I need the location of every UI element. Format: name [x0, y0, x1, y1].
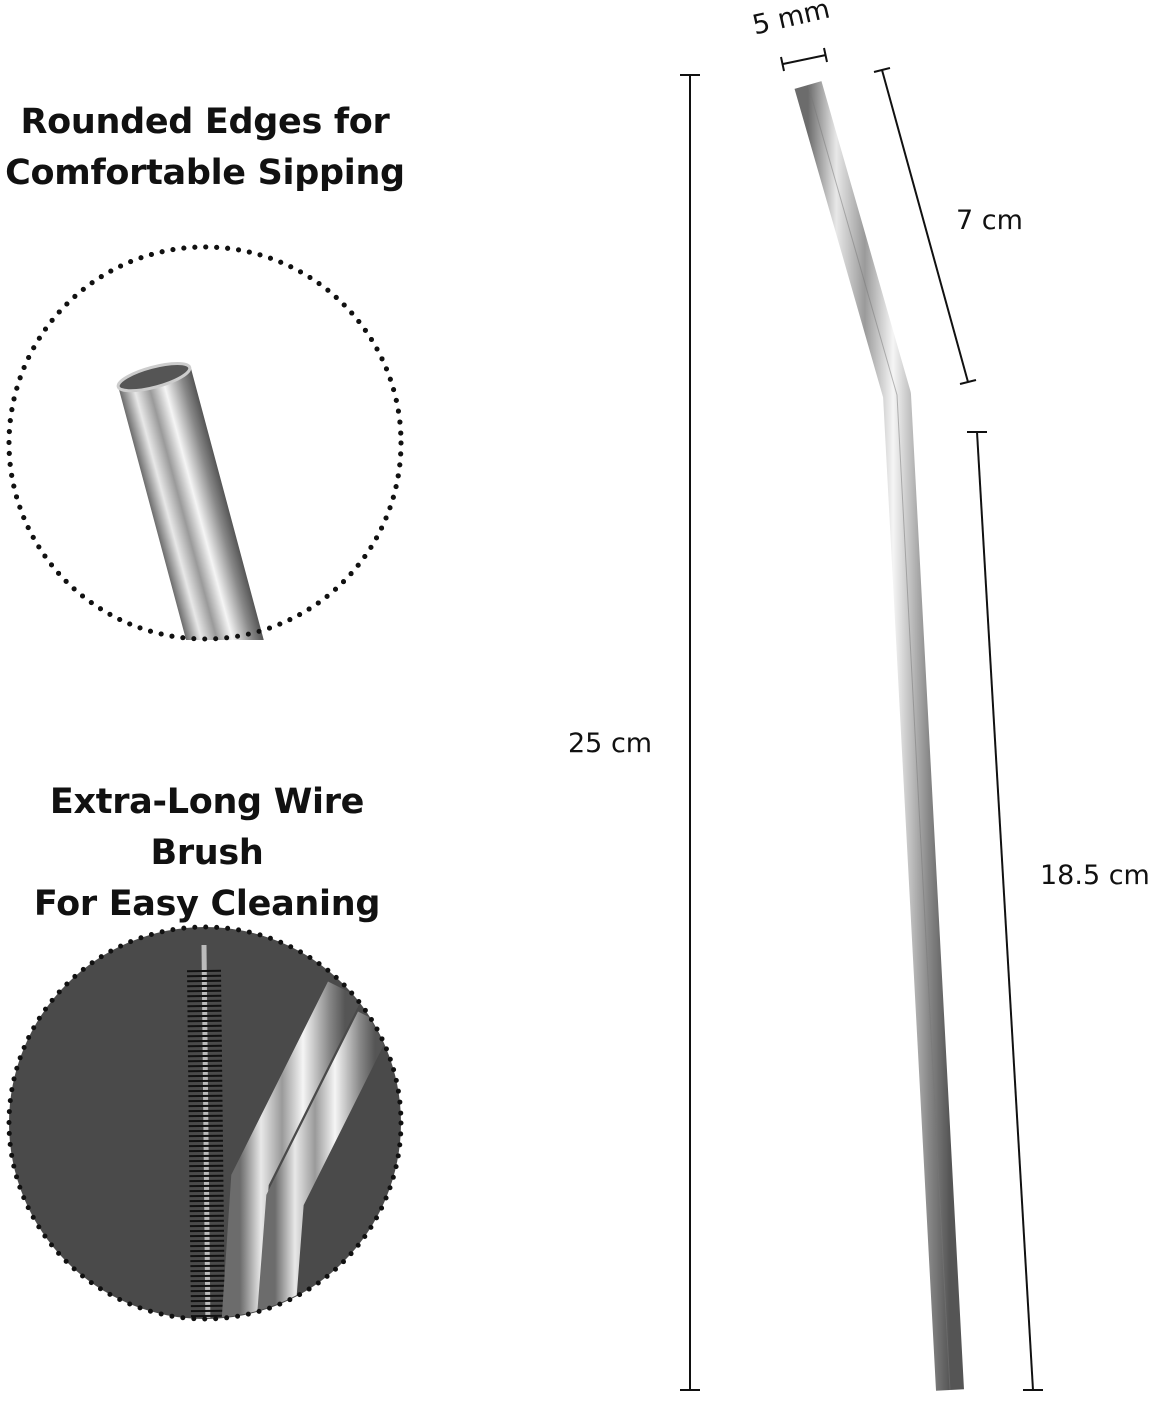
wire-brush-closeup [6, 924, 404, 1322]
bent-section-label: 7 cm [956, 205, 1023, 236]
straw [794, 81, 964, 1391]
rounded-edge-closeup [0, 244, 420, 700]
feature-heading-rounded-edges: Rounded Edges for Comfortable Sipping [5, 102, 405, 193]
feature-heading-wire-brush: Extra-Long Wire Brush For Easy Cleaning [33, 782, 381, 924]
dimension-lines [680, 47, 1043, 1391]
total-length-label: 25 cm [568, 728, 653, 759]
straight-section-label: 18.5 cm [1040, 860, 1150, 891]
